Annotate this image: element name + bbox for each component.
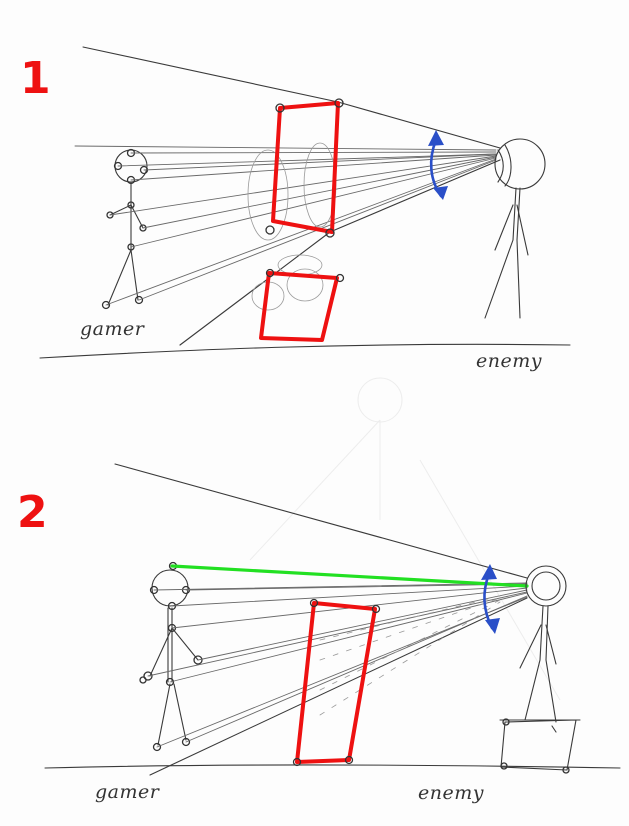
ghost-strokes [249, 377, 561, 701]
panel-1-ground-line [39, 343, 571, 359]
panel-1-bottom-sightline [179, 159, 501, 346]
panel-2-ground-line [44, 764, 621, 769]
panel-1-enemy-label: enemy [476, 350, 542, 372]
panel-1-sight-rays [74, 145, 497, 306]
panel-1-lower-obstacle [259, 271, 339, 342]
panel-1-gamer-figure [101, 148, 149, 310]
panel-2-hidden-rays [319, 595, 501, 716]
panel-1-gamer-label: gamer [80, 318, 145, 340]
panel-2-gamer-figure [139, 561, 203, 752]
panel-2-double-headed-arrow-icon [481, 564, 500, 634]
panel-2-obstacle [295, 601, 377, 764]
panel-2-sight-rays [147, 582, 528, 748]
panel-2-enemy-figure [519, 565, 567, 723]
panel-1-upper-obstacle [271, 101, 340, 234]
panel-2-gamer-label: gamer [95, 781, 160, 803]
panel-2-top-sightline [114, 463, 528, 579]
panel-2-enemy-label: enemy [418, 782, 484, 804]
panel-1-scene [39, 46, 571, 359]
panel-2-enemy-box [499, 718, 581, 774]
panel-2-clear-sightline [170, 564, 529, 588]
panel-2-scene [44, 463, 621, 776]
panel-2-bottom-sightline [149, 597, 528, 776]
panel-1-number: 1 [20, 53, 51, 104]
panel-1-enemy-figure [484, 138, 546, 319]
panel-2-number: 2 [17, 487, 48, 538]
panel-1-double-headed-arrow-icon [428, 130, 448, 200]
